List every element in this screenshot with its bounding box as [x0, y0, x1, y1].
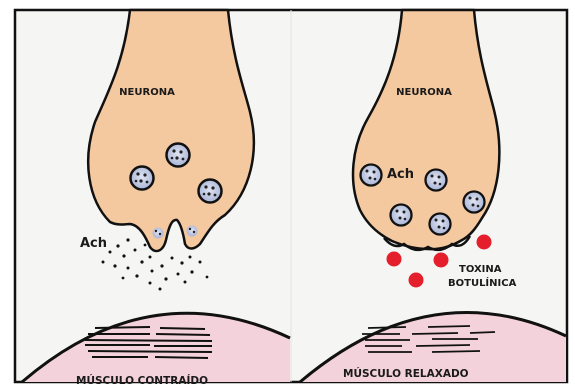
vesicle — [199, 180, 222, 203]
vesicle — [167, 144, 190, 167]
toxin-molecule — [477, 235, 492, 250]
left-muscle-label: MÚSCULO CONTRAÍDO — [76, 374, 208, 387]
right-muscle-label: MÚSCULO RELAXADO — [343, 367, 469, 380]
left-neuron-label: NEURONA — [119, 87, 175, 98]
toxin-label-line2: BOTULÍNICA — [448, 276, 517, 289]
vesicle — [426, 170, 447, 191]
fusing-vesicle — [187, 226, 198, 237]
vesicle — [131, 167, 154, 190]
vesicle — [391, 205, 412, 226]
toxin-molecule — [434, 253, 449, 268]
toxin-label-line1: TOXINA — [459, 264, 502, 275]
toxin-molecule — [387, 252, 402, 267]
right-ach-label: Ach — [387, 167, 414, 182]
toxin-molecule — [409, 273, 424, 288]
vesicle — [430, 214, 451, 235]
right-neuron-label: NEURONA — [396, 87, 452, 98]
vesicle — [464, 192, 485, 213]
vesicle — [361, 165, 382, 186]
fusing-vesicle — [153, 228, 164, 239]
left-ach-label: Ach — [80, 236, 107, 251]
